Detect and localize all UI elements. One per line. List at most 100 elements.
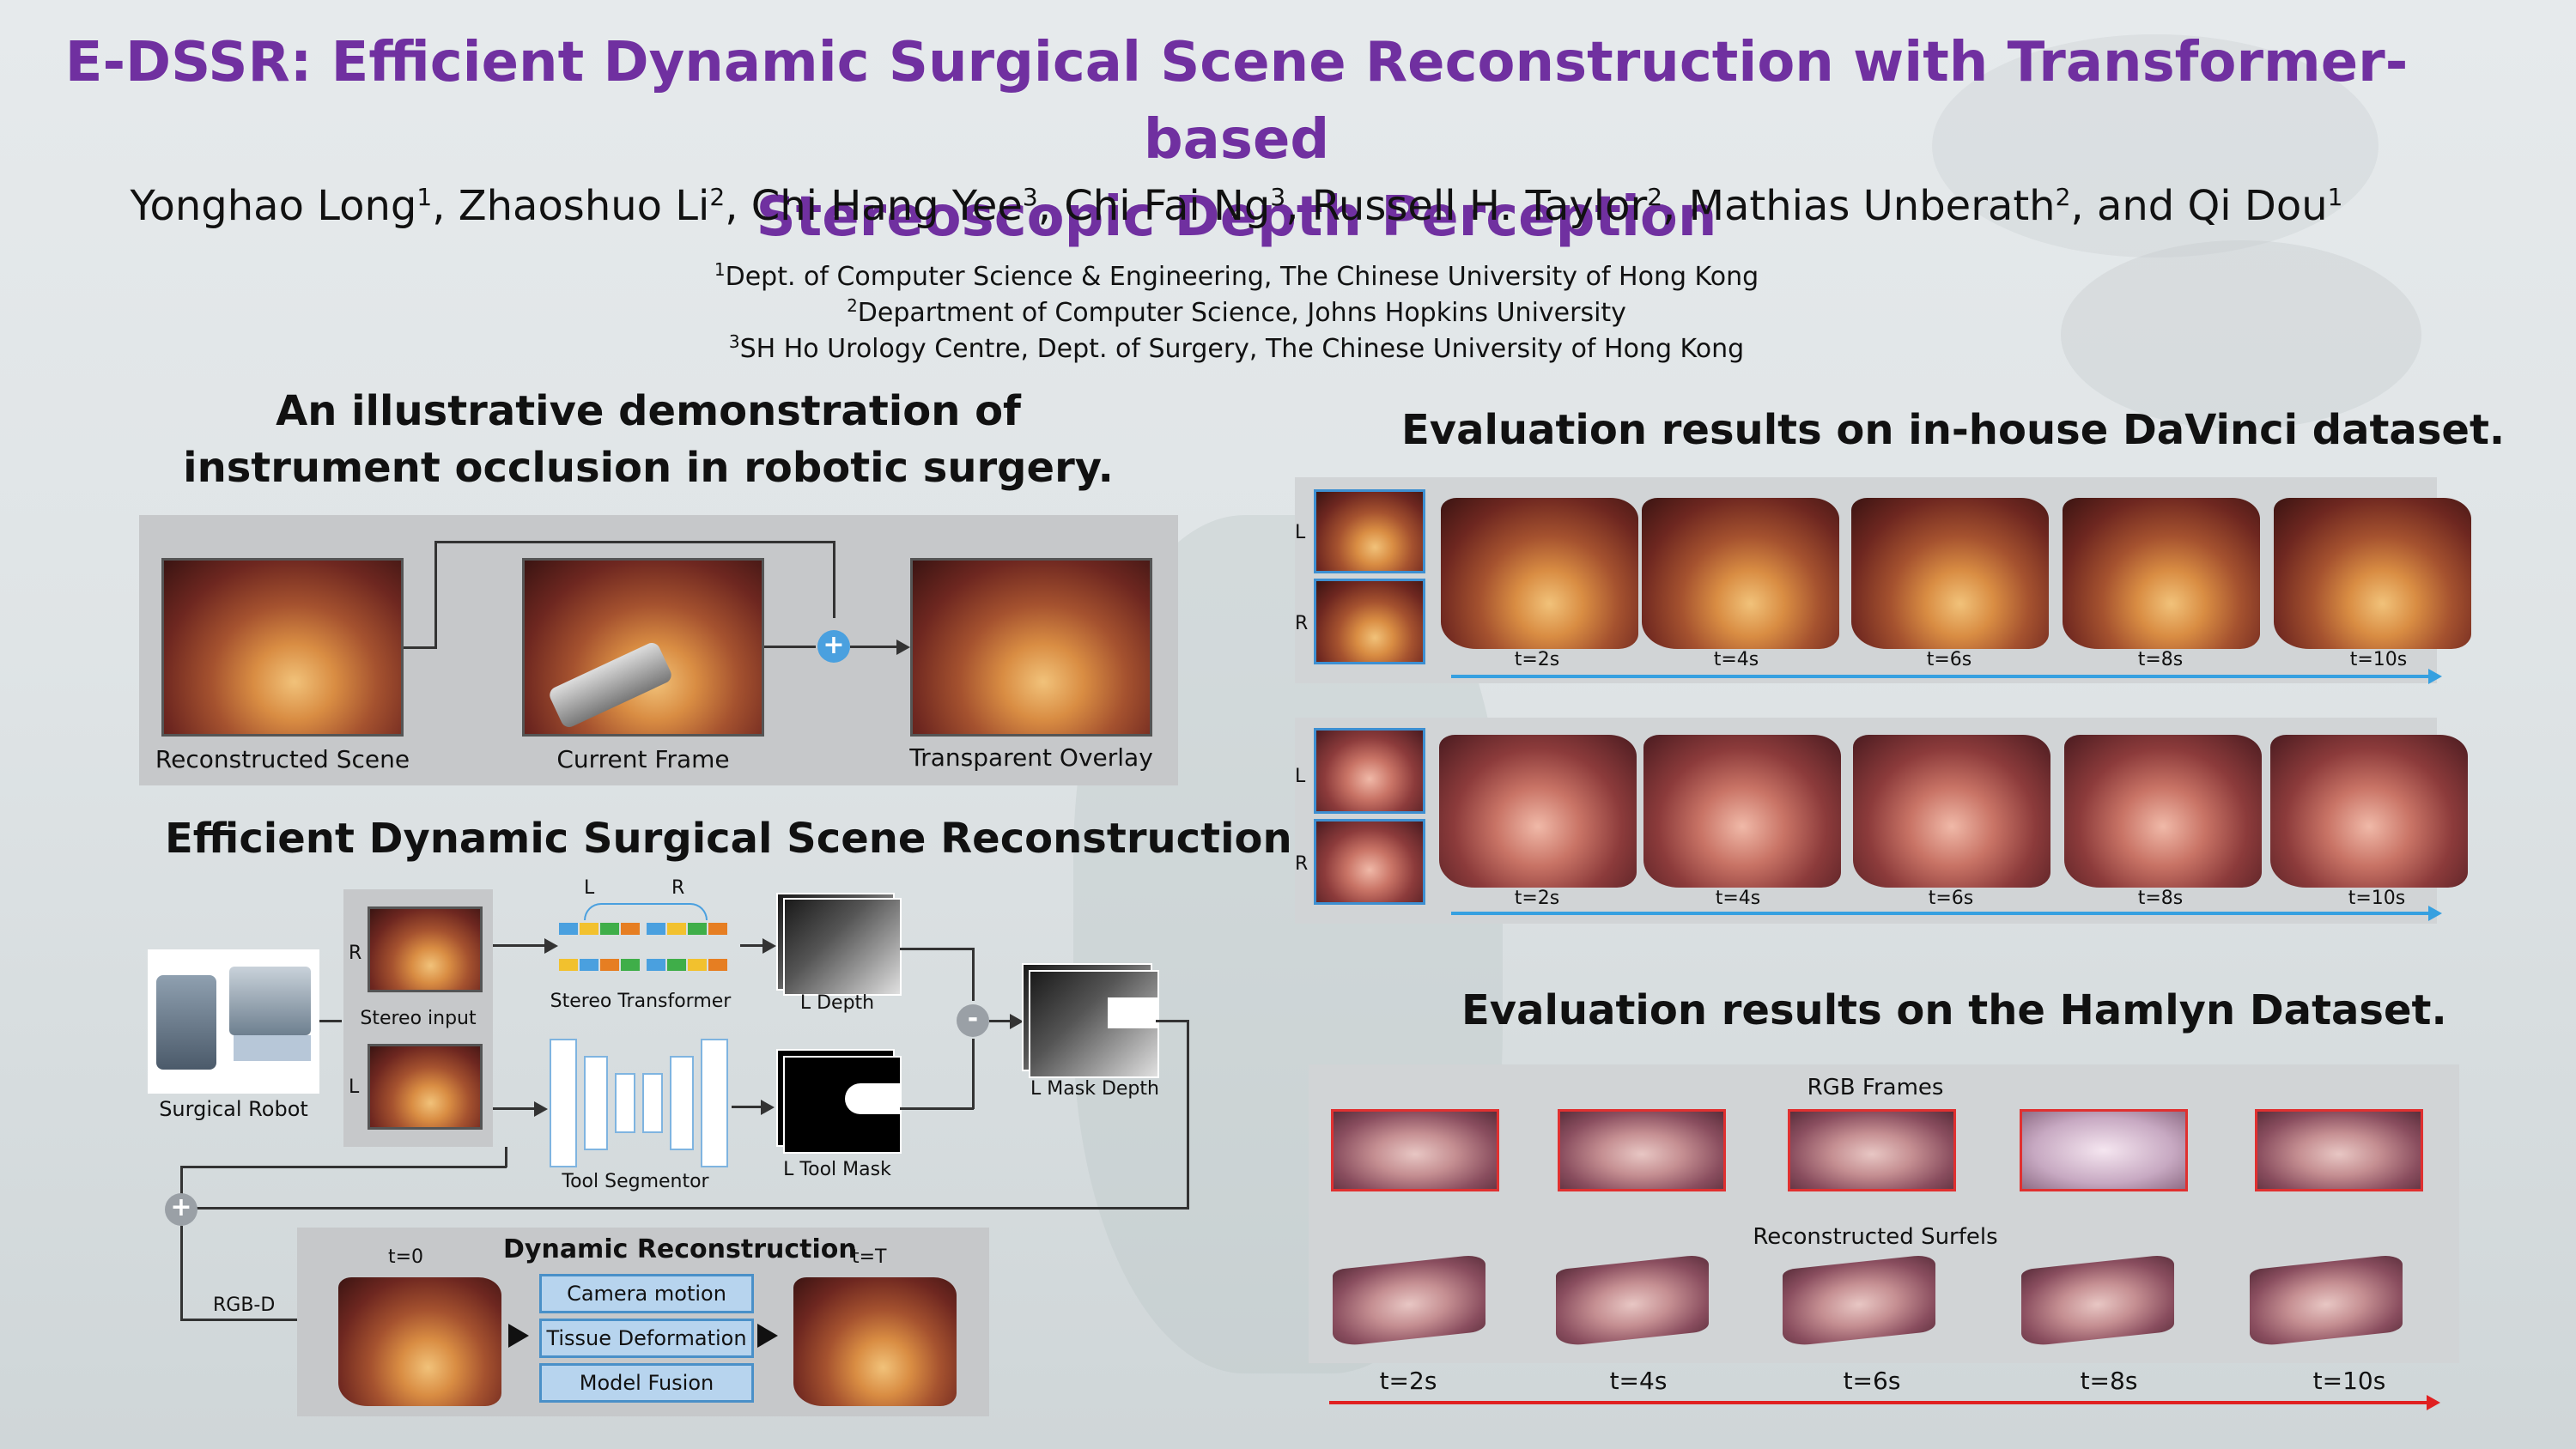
author-affil-sup: 2 — [1647, 183, 1663, 211]
affiliation-text: Department of Computer Science, Johns Ho… — [857, 298, 1626, 328]
connector — [493, 1107, 538, 1110]
hamlyn-time-t10: t=10s — [2312, 1367, 2386, 1395]
decoder-layer — [642, 1073, 663, 1133]
box-tissue-deformation: Tissue Deformation — [539, 1319, 754, 1358]
author-name: , Chi Hang Yee — [725, 182, 1023, 230]
author-list: Yonghao Long1, Zhaoshuo Li2, Chi Hang Ye… — [0, 182, 2473, 230]
occlusion-heading: An illustrative demonstration of instrum… — [137, 383, 1159, 496]
hamlyn-recon-t8 — [2021, 1253, 2174, 1348]
author-affil-sup: 3 — [1022, 183, 1038, 211]
davinci-row2-recon-t6 — [1853, 735, 2050, 888]
connector — [493, 944, 548, 947]
label-r: R — [349, 943, 362, 964]
connector — [989, 1020, 1013, 1022]
attention-arc — [584, 903, 708, 920]
hamlyn-recon-t2 — [1333, 1253, 1485, 1348]
connector — [972, 1039, 975, 1109]
davinci-row2-recon-t10 — [2270, 735, 2468, 888]
davinci-row1-timeline — [1451, 675, 2430, 678]
masked-region-shape — [1108, 997, 1157, 1028]
label-r: R — [1295, 613, 1309, 634]
transformer-tokens-left-2 — [558, 958, 641, 974]
hamlyn-time-t4: t=4s — [1609, 1367, 1668, 1395]
label-current-frame: Current Frame — [556, 745, 730, 773]
transformer-tokens-right-2 — [646, 958, 728, 974]
davinci-row1-recon-t2 — [1441, 498, 1638, 649]
label-l: L — [349, 1076, 360, 1098]
transformer-label-r: R — [671, 877, 685, 899]
label-rgbd: RGB-D — [213, 1294, 276, 1316]
encoder-layer — [584, 1056, 608, 1150]
connector — [850, 646, 898, 648]
davinci-row2-recon-t2 — [1439, 735, 1637, 888]
label-l-tool-mask: L Tool Mask — [783, 1159, 891, 1180]
label-transparent-overlay: Transparent Overlay — [909, 743, 1153, 772]
surgical-robot-image — [148, 949, 319, 1094]
arrow-right-icon — [544, 938, 558, 954]
davinci-row2-time-t6: t=6s — [1928, 888, 1974, 909]
arrow-right-icon — [762, 938, 776, 954]
arrow-right-icon — [508, 1324, 529, 1348]
transformer-tokens-left — [558, 922, 641, 938]
davinci-row1-time-t6: t=6s — [1926, 649, 1972, 670]
hamlyn-rgb-frame-5 — [2255, 1109, 2423, 1191]
label-surgical-robot: Surgical Robot — [159, 1097, 308, 1121]
author-name: Yonghao Long — [130, 182, 417, 230]
connector — [180, 1166, 183, 1200]
connector — [740, 944, 766, 947]
davinci-row2-time-t4: t=4s — [1715, 888, 1761, 909]
hamlyn-time-t8: t=8s — [2080, 1367, 2138, 1395]
author-name: , Chi Fai Ng — [1037, 182, 1271, 230]
connector — [833, 541, 835, 618]
box-model-fusion: Model Fusion — [539, 1363, 754, 1403]
hamlyn-recon-t6 — [1783, 1253, 1935, 1348]
hamlyn-timeline — [1329, 1401, 2428, 1404]
connector — [1187, 1020, 1189, 1209]
hamlyn-rgb-frame-3 — [1788, 1109, 1956, 1191]
connector — [196, 1207, 1189, 1210]
davinci-row2-time-t10: t=10s — [2348, 888, 2406, 909]
connector — [434, 541, 835, 543]
minus-operator: - — [957, 1004, 989, 1037]
affiliation-1: 1Dept. of Computer Science & Engineering… — [0, 259, 2473, 292]
connector — [972, 948, 975, 1001]
robot-table-shape — [234, 1035, 311, 1061]
label-stereo-input: Stereo input — [360, 1008, 477, 1029]
connector — [900, 1107, 974, 1110]
box-camera-motion: Camera motion — [539, 1274, 754, 1313]
title-line-2: Stereoscopic Depth Perception — [756, 185, 1717, 249]
connector — [404, 646, 436, 649]
label-tT: t=T — [852, 1246, 887, 1268]
arrow-right-icon — [1010, 1014, 1024, 1029]
davinci-row1-time-t10: t=10s — [2349, 649, 2408, 670]
connector — [180, 1319, 326, 1321]
davinci-row2-recon-t4 — [1643, 735, 1841, 888]
label-l: L — [1295, 522, 1306, 543]
poster-title: E-DSSR: Efficient Dynamic Surgical Scene… — [0, 24, 2473, 256]
arrow-right-icon — [896, 640, 910, 655]
davinci-row2-right-frame — [1314, 819, 1425, 905]
affiliation-text: Dept. of Computer Science & Engineering,… — [725, 262, 1759, 292]
tool-mask-shape — [845, 1083, 900, 1114]
arrow-right-icon — [534, 1101, 548, 1117]
hamlyn-recon-t10 — [2250, 1253, 2403, 1348]
davinci-row2-timeline — [1451, 912, 2430, 915]
connector — [732, 1106, 764, 1108]
connector — [434, 541, 437, 649]
davinci-row-2-panel: L R — [1295, 718, 2468, 924]
affiliation-3: 3SH Ho Urology Centre, Dept. of Surgery,… — [0, 331, 2473, 364]
label-stereo-transformer: Stereo Transformer — [550, 991, 732, 1012]
occlusion-heading-line-1: An illustrative demonstration of — [276, 387, 1021, 435]
l-depth-image-stack — [783, 898, 902, 996]
arrow-right-icon — [757, 1324, 778, 1348]
tool-segmentor-block — [550, 1039, 730, 1167]
reconstruction-t0-image — [338, 1277, 501, 1406]
robot-console-shape — [156, 975, 216, 1070]
davinci-row1-right-frame — [1314, 579, 1425, 664]
davinci-row2-recon-t8 — [2064, 735, 2262, 888]
hamlyn-rgb-frame-1 — [1331, 1109, 1499, 1191]
author-affil-sup: 2 — [709, 183, 726, 211]
current-frame-image — [522, 558, 764, 737]
hamlyn-panel: RGB Frames Reconstructed Surfels — [1309, 1064, 2459, 1363]
affiliation-sup: 2 — [847, 295, 858, 316]
